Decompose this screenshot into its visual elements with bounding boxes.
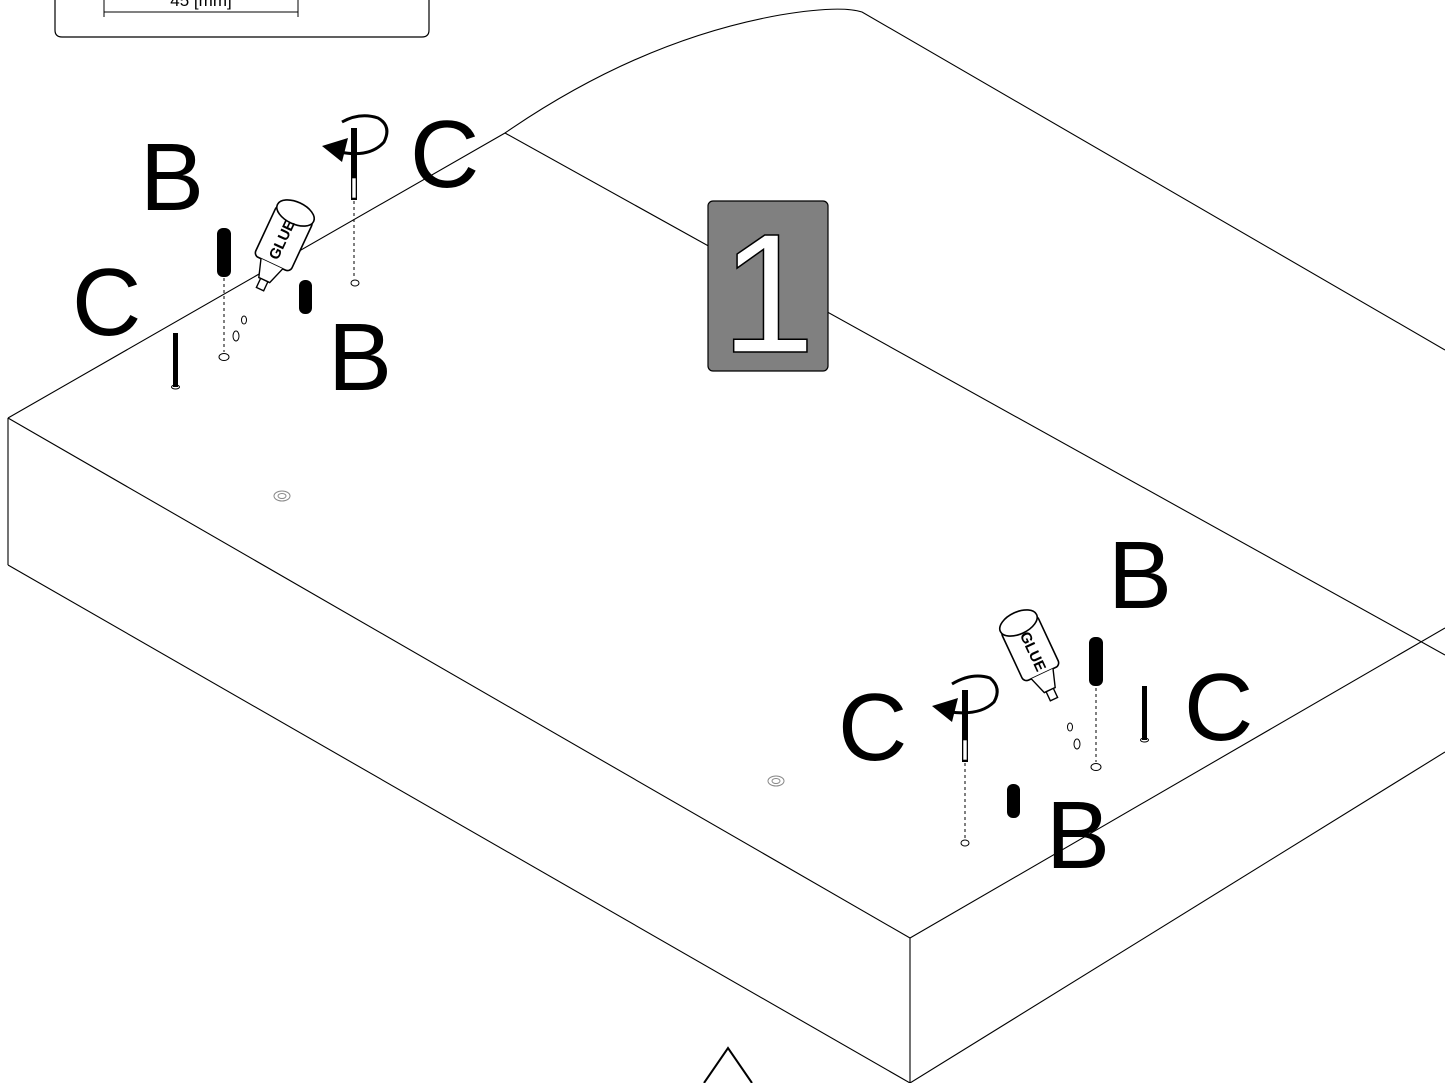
dowel-icon [217, 228, 231, 361]
part-label-b: B [1108, 522, 1172, 629]
warning-triangle-icon [703, 1046, 753, 1083]
hardware-group-top-left: GLUE B B C C [72, 101, 479, 411]
screw-icon [960, 690, 970, 847]
dowel-icon [1089, 637, 1103, 771]
side-hole-2 [767, 775, 785, 787]
part-label-c: C [1184, 654, 1253, 761]
hardware-group-bottom-right: GLUE B B C C [838, 522, 1253, 889]
dowel-icon [1007, 784, 1020, 818]
side-hole-1 [273, 490, 291, 502]
part-label-b: B [328, 304, 392, 411]
glue-bottle-icon: GLUE [254, 199, 316, 292]
part-label-b: B [140, 124, 204, 231]
screw-icon [1140, 686, 1149, 743]
dowel-icon [299, 280, 312, 314]
dimension-label: 45 [mm] [170, 0, 231, 10]
glue-drops [232, 315, 247, 342]
step-badge: 1 [707, 198, 829, 390]
dimension-legend: 45 [mm] [54, 0, 430, 38]
part-label-c: C [72, 249, 141, 356]
step-number: 1 [721, 199, 816, 389]
glue-drops [1067, 722, 1081, 750]
part-label-c: C [838, 674, 907, 781]
panel-outline [7, 8, 1445, 1083]
part-label-c: C [410, 101, 479, 208]
glue-bottle-icon: GLUE [998, 609, 1060, 702]
screw-icon [350, 128, 360, 287]
part-label-b: B [1046, 782, 1110, 889]
screw-icon [171, 333, 180, 390]
rotate-arrow-icon [932, 674, 999, 722]
rotate-arrow-icon [322, 114, 389, 162]
